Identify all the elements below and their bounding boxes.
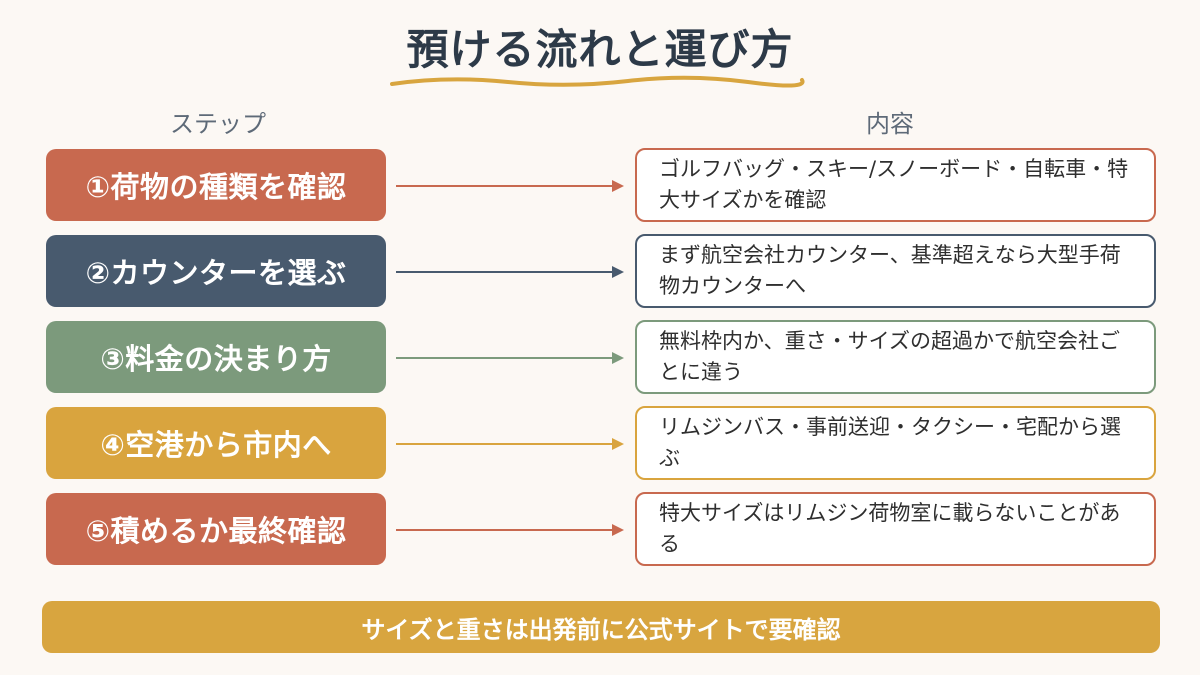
steps-column-header: ステップ [170, 110, 266, 138]
step-4-detail: リムジンバス・事前送迎・タクシー・宅配から選ぶ [635, 406, 1156, 480]
arrow-head-2 [612, 266, 624, 278]
step-4-box: ④空港から市内へ [46, 407, 386, 479]
arrow-head-4 [612, 438, 624, 450]
step-1-box: ①荷物の種類を確認 [46, 149, 386, 221]
footer-note: サイズと重さは出発前に公式サイトで要確認 [42, 601, 1160, 653]
step-2-box: ②カウンターを選ぶ [46, 235, 386, 307]
arrow-head-5 [612, 524, 624, 536]
step-5-detail: 特大サイズはリムジン荷物室に載らないことがある [635, 492, 1156, 566]
arrow-head-1 [612, 180, 624, 192]
step-3-detail: 無料枠内か、重さ・サイズの超過かで航空会社ごとに違う [635, 320, 1156, 394]
content-column-header: 内容 [866, 110, 914, 138]
page-title: 預ける流れと運び方 [406, 25, 794, 74]
arrow-head-3 [612, 352, 624, 364]
title-underline [390, 75, 805, 88]
step-5-box: ⑤積めるか最終確認 [46, 493, 386, 565]
step-2-detail: まず航空会社カウンター、基準超えなら大型手荷物カウンターへ [635, 234, 1156, 308]
step-1-detail: ゴルフバッグ・スキー/スノーボード・自転車・特大サイズかを確認 [635, 148, 1156, 222]
step-3-box: ③料金の決まり方 [46, 321, 386, 393]
